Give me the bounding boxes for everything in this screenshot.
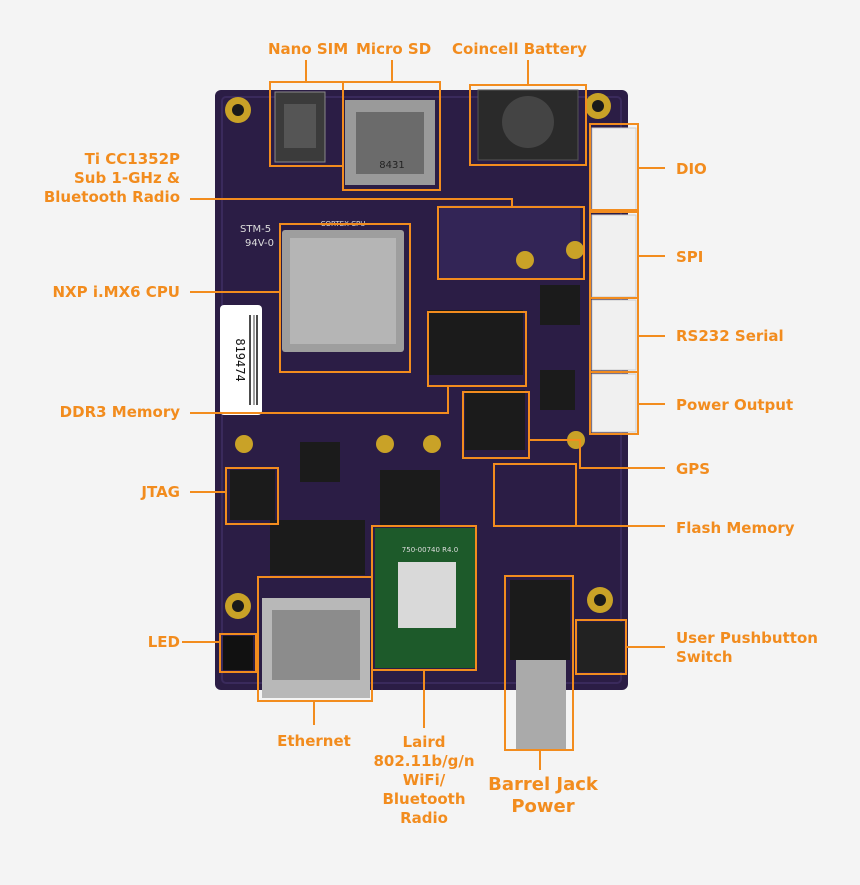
label-power-output: Power Output [676,396,794,414]
label-ddr3: DDR3 Memory [59,403,180,421]
v0-marking: 94V-0 [245,238,274,249]
label-spi: SPI [676,248,704,266]
stm-marking: STM-5 [240,224,271,235]
label-rs232: RS232 Serial [676,327,784,345]
callouts [182,60,665,770]
jtag-header [230,470,275,520]
side-connectors [591,127,637,433]
ddr3-chip [428,310,523,375]
ti-radio-area [440,205,580,280]
barrel-jack [510,580,570,660]
pushbutton [578,622,624,672]
label-coincell: Coincell Battery [452,40,587,58]
label-ti-radio: Ti CC1352P Sub 1-GHz & Bluetooth Radio [43,150,180,206]
label-led: LED [147,633,180,651]
label-pushbutton: User Pushbutton Switch [676,629,818,666]
label-cpu: NXP i.MX6 CPU [52,283,180,301]
label-gps: GPS [676,460,711,478]
serial-sticker [220,305,262,415]
led-block [223,636,253,670]
label-barrel-jack: Barrel Jack Power [488,774,598,817]
label-nano-sim: Nano SIM [268,40,349,58]
label-jtag: JTAG [141,483,180,501]
label-micro-sd: Micro SD [356,40,432,58]
label-flash-memory: Flash Memory [676,519,795,537]
label-laird: Laird 802.11b/g/n WiFi/ Bluetooth Radio [373,733,475,827]
label-ethernet: Ethernet [277,732,351,750]
sticker-number: 819474 [233,338,247,381]
module-marking: 750-00740 R4.0 [402,546,458,554]
sd-marking: 8431 [379,160,404,171]
label-dio: DIO [676,160,707,178]
